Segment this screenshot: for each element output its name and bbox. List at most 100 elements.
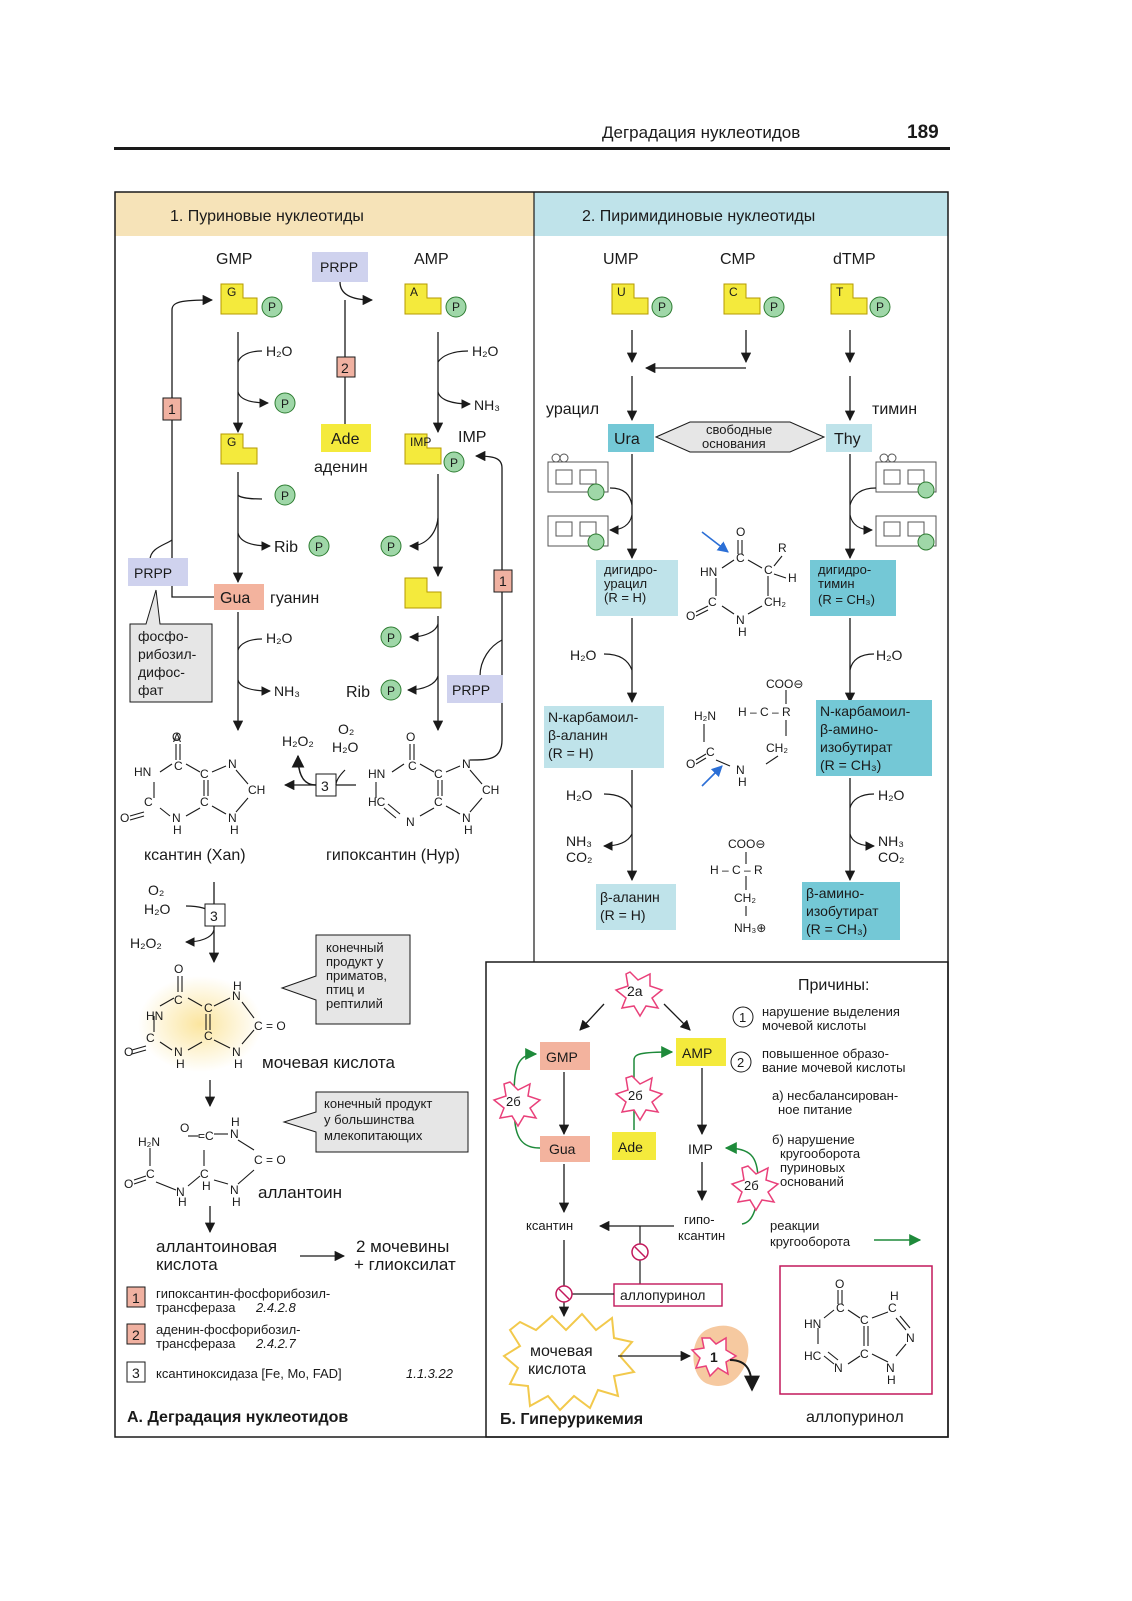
prpp-note-line3: дифос- — [138, 664, 185, 680]
burst-1-label: 1 — [710, 1349, 718, 1365]
free-bases-line1: свободные — [706, 422, 772, 437]
dh-r: R — [778, 541, 787, 555]
primates-line4: птиц и — [326, 982, 365, 997]
imp-b-label: IMP — [688, 1141, 713, 1157]
dh-h1: H — [738, 625, 747, 639]
alt-n1: N — [230, 1127, 239, 1141]
dihydrouracil-line3: (R = H) — [604, 590, 646, 605]
hyp-n3: N — [406, 815, 415, 829]
dihydrouracil-line2: урацил — [604, 576, 647, 591]
h2o-upper: H₂O — [332, 739, 359, 755]
cause-2a-line1: а) несбалансирован- — [772, 1088, 898, 1103]
amp-b-label: AMP — [682, 1045, 712, 1061]
dh-c4: C — [736, 551, 745, 565]
dh-o2: O — [686, 609, 695, 623]
allo-o: O — [835, 1277, 844, 1291]
phosphate-label-5: P — [387, 631, 395, 645]
panel-frames — [114, 191, 949, 1438]
ade-label: Ade — [331, 431, 360, 448]
gmp-box-b — [540, 1042, 590, 1070]
beta-aib-line1: β-амино- — [806, 885, 864, 901]
hyp-c5: C — [434, 767, 443, 781]
purine-pathway: GMP G P PRPP AMP A P 2 Ade аденин H₂O P — [120, 251, 513, 1426]
carbamoyl-aib-line3: изобутират — [820, 739, 893, 755]
uric-acid-glow — [138, 976, 262, 1072]
imp-icon — [404, 433, 442, 465]
prpp-box-right — [447, 675, 503, 703]
primates-callout — [280, 934, 411, 1025]
pyr-co2-left: CO₂ — [566, 849, 592, 865]
ua-o6: O — [174, 962, 183, 976]
o2-lower: O₂ — [148, 882, 164, 898]
hypoxanthine-b-line2: ксантин — [678, 1228, 725, 1243]
cofactor-icon-left-1 — [547, 453, 609, 501]
thy-box — [826, 424, 872, 452]
imp-label: IMP — [458, 429, 486, 446]
cb-c: C — [706, 745, 715, 759]
amp-box-b — [676, 1038, 726, 1066]
beta-alanine-box — [596, 884, 676, 930]
dtmp-letter: T — [836, 285, 844, 299]
o2-upper: O₂ — [338, 721, 354, 737]
amp-base-letter: A — [410, 285, 418, 299]
allo-c3a: C — [860, 1313, 869, 1327]
ade-box — [321, 424, 371, 452]
enzyme-3-number-upper: 3 — [321, 778, 329, 794]
phosphate-label-4: P — [387, 540, 395, 554]
prpp-top-label: PRPP — [320, 259, 358, 275]
hyp-o: O — [406, 730, 415, 744]
burst-2b-middle: 2б — [628, 1088, 643, 1103]
allopurinol-structure-frame — [779, 1265, 933, 1395]
page-number: 189 — [907, 122, 939, 143]
ua-c4: C — [204, 1029, 213, 1043]
enzyme-1-badge-left — [162, 397, 182, 421]
alt-co: C = O — [254, 1153, 286, 1167]
gmp-phosphate-label: P — [268, 300, 276, 314]
cmp-label: CMP — [720, 251, 756, 268]
uric-acid-b-line2: кислота — [528, 1361, 586, 1378]
gua-h2o: H₂O — [266, 630, 293, 646]
hyp-c4: C — [434, 795, 443, 809]
beta-aib-box — [802, 882, 900, 940]
ade-box-b — [612, 1132, 656, 1160]
alt-ch: C — [200, 1167, 209, 1181]
xan-n7: N — [228, 757, 237, 771]
page-header: Деградация нуклеотидов 189 — [114, 122, 950, 150]
xan-c2: C — [144, 795, 153, 809]
ump-icon — [611, 283, 673, 318]
header-rule — [114, 147, 950, 150]
legend-3-num: 3 — [132, 1365, 140, 1381]
prpp-note-line1: фосфо- — [138, 628, 189, 644]
cofactor-icon-left-2 — [547, 515, 609, 551]
dihydrouracil-box — [596, 560, 678, 616]
uric-acid-burst-icon — [502, 1312, 636, 1412]
phosphate-icon — [274, 484, 296, 506]
cause-2b-line1: б) нарушение — [772, 1132, 855, 1147]
mammals-line1: конечный продукт — [324, 1096, 432, 1111]
phosphate-icon — [380, 626, 402, 648]
hypoxanthine-b-line1: гипо- — [684, 1212, 715, 1227]
ump-letter: U — [617, 285, 626, 299]
cause-1-circle — [732, 1006, 754, 1028]
dihydropyrimidine-structure — [695, 540, 787, 617]
alt-o: O — [124, 1177, 133, 1191]
legend-1-line1: гипоксантин-фосфорибозил- — [156, 1286, 330, 1301]
cause-2-line2: вание мочевой кислоты — [762, 1060, 905, 1075]
allo-hn: HN — [804, 1317, 821, 1331]
amp-label: AMP — [414, 251, 449, 268]
legend-3-ec: 1.1.3.22 — [406, 1366, 454, 1381]
section-1-title: 1. Пуриновые нуклеотиды — [170, 208, 364, 225]
primates-line3: приматов, — [326, 968, 387, 983]
dihydrothymine-line1: дигидро- — [818, 562, 871, 577]
ua-c5: C — [204, 1001, 213, 1015]
cause-2b-line2: кругооборота — [780, 1146, 861, 1161]
allo-c7a: C — [860, 1347, 869, 1361]
ua-c8: C = O — [254, 1019, 286, 1033]
carbamoyl-aib-line4: (R = CH₃) — [820, 757, 881, 773]
pyr-nh3-right: NH₃ — [878, 833, 904, 849]
ua-n3: N — [174, 1045, 183, 1059]
burst-2a-label: 2a — [627, 983, 643, 999]
prpp-box-left — [128, 558, 188, 586]
allantoic-acid-line2: кислота — [156, 1255, 218, 1274]
